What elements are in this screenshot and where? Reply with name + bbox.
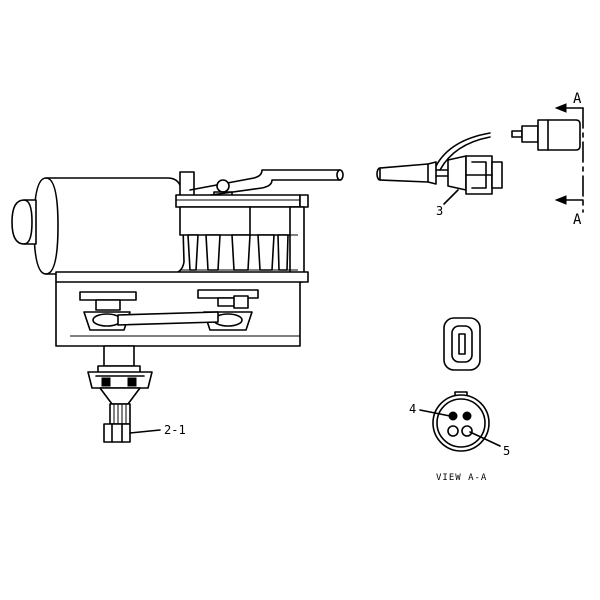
- callout-2-1-label: 2-1: [164, 423, 186, 437]
- callout-4: 4: [409, 402, 451, 417]
- callout-5-label: 5: [503, 444, 510, 458]
- gearbox-housing: [175, 194, 309, 274]
- connector-face-round: [432, 391, 490, 452]
- output-shaft: [87, 345, 153, 443]
- callout-4-label: 4: [409, 402, 416, 416]
- section-line-a-a: A A: [554, 91, 584, 228]
- section-letter-bottom: A: [573, 212, 582, 228]
- connector-face-rect: [443, 317, 481, 371]
- mating-connector: [511, 119, 581, 151]
- linkage-arm: [117, 311, 219, 326]
- motor-cable: [189, 169, 344, 199]
- view-a-a: 4 5 VIEW A-A: [409, 317, 510, 483]
- callout-3-label: 3: [436, 204, 443, 218]
- harness-connector: [376, 132, 503, 195]
- callout-5: 5: [469, 431, 510, 458]
- mounting-plate: [55, 271, 309, 347]
- view-caption: VIEW A-A: [436, 473, 487, 483]
- callout-3: 3: [436, 189, 459, 218]
- wiper-motor-assembly: [11, 169, 344, 443]
- motor-body: [11, 171, 195, 275]
- callout-2-1: 2-1: [129, 423, 186, 437]
- section-letter-top: A: [573, 91, 582, 107]
